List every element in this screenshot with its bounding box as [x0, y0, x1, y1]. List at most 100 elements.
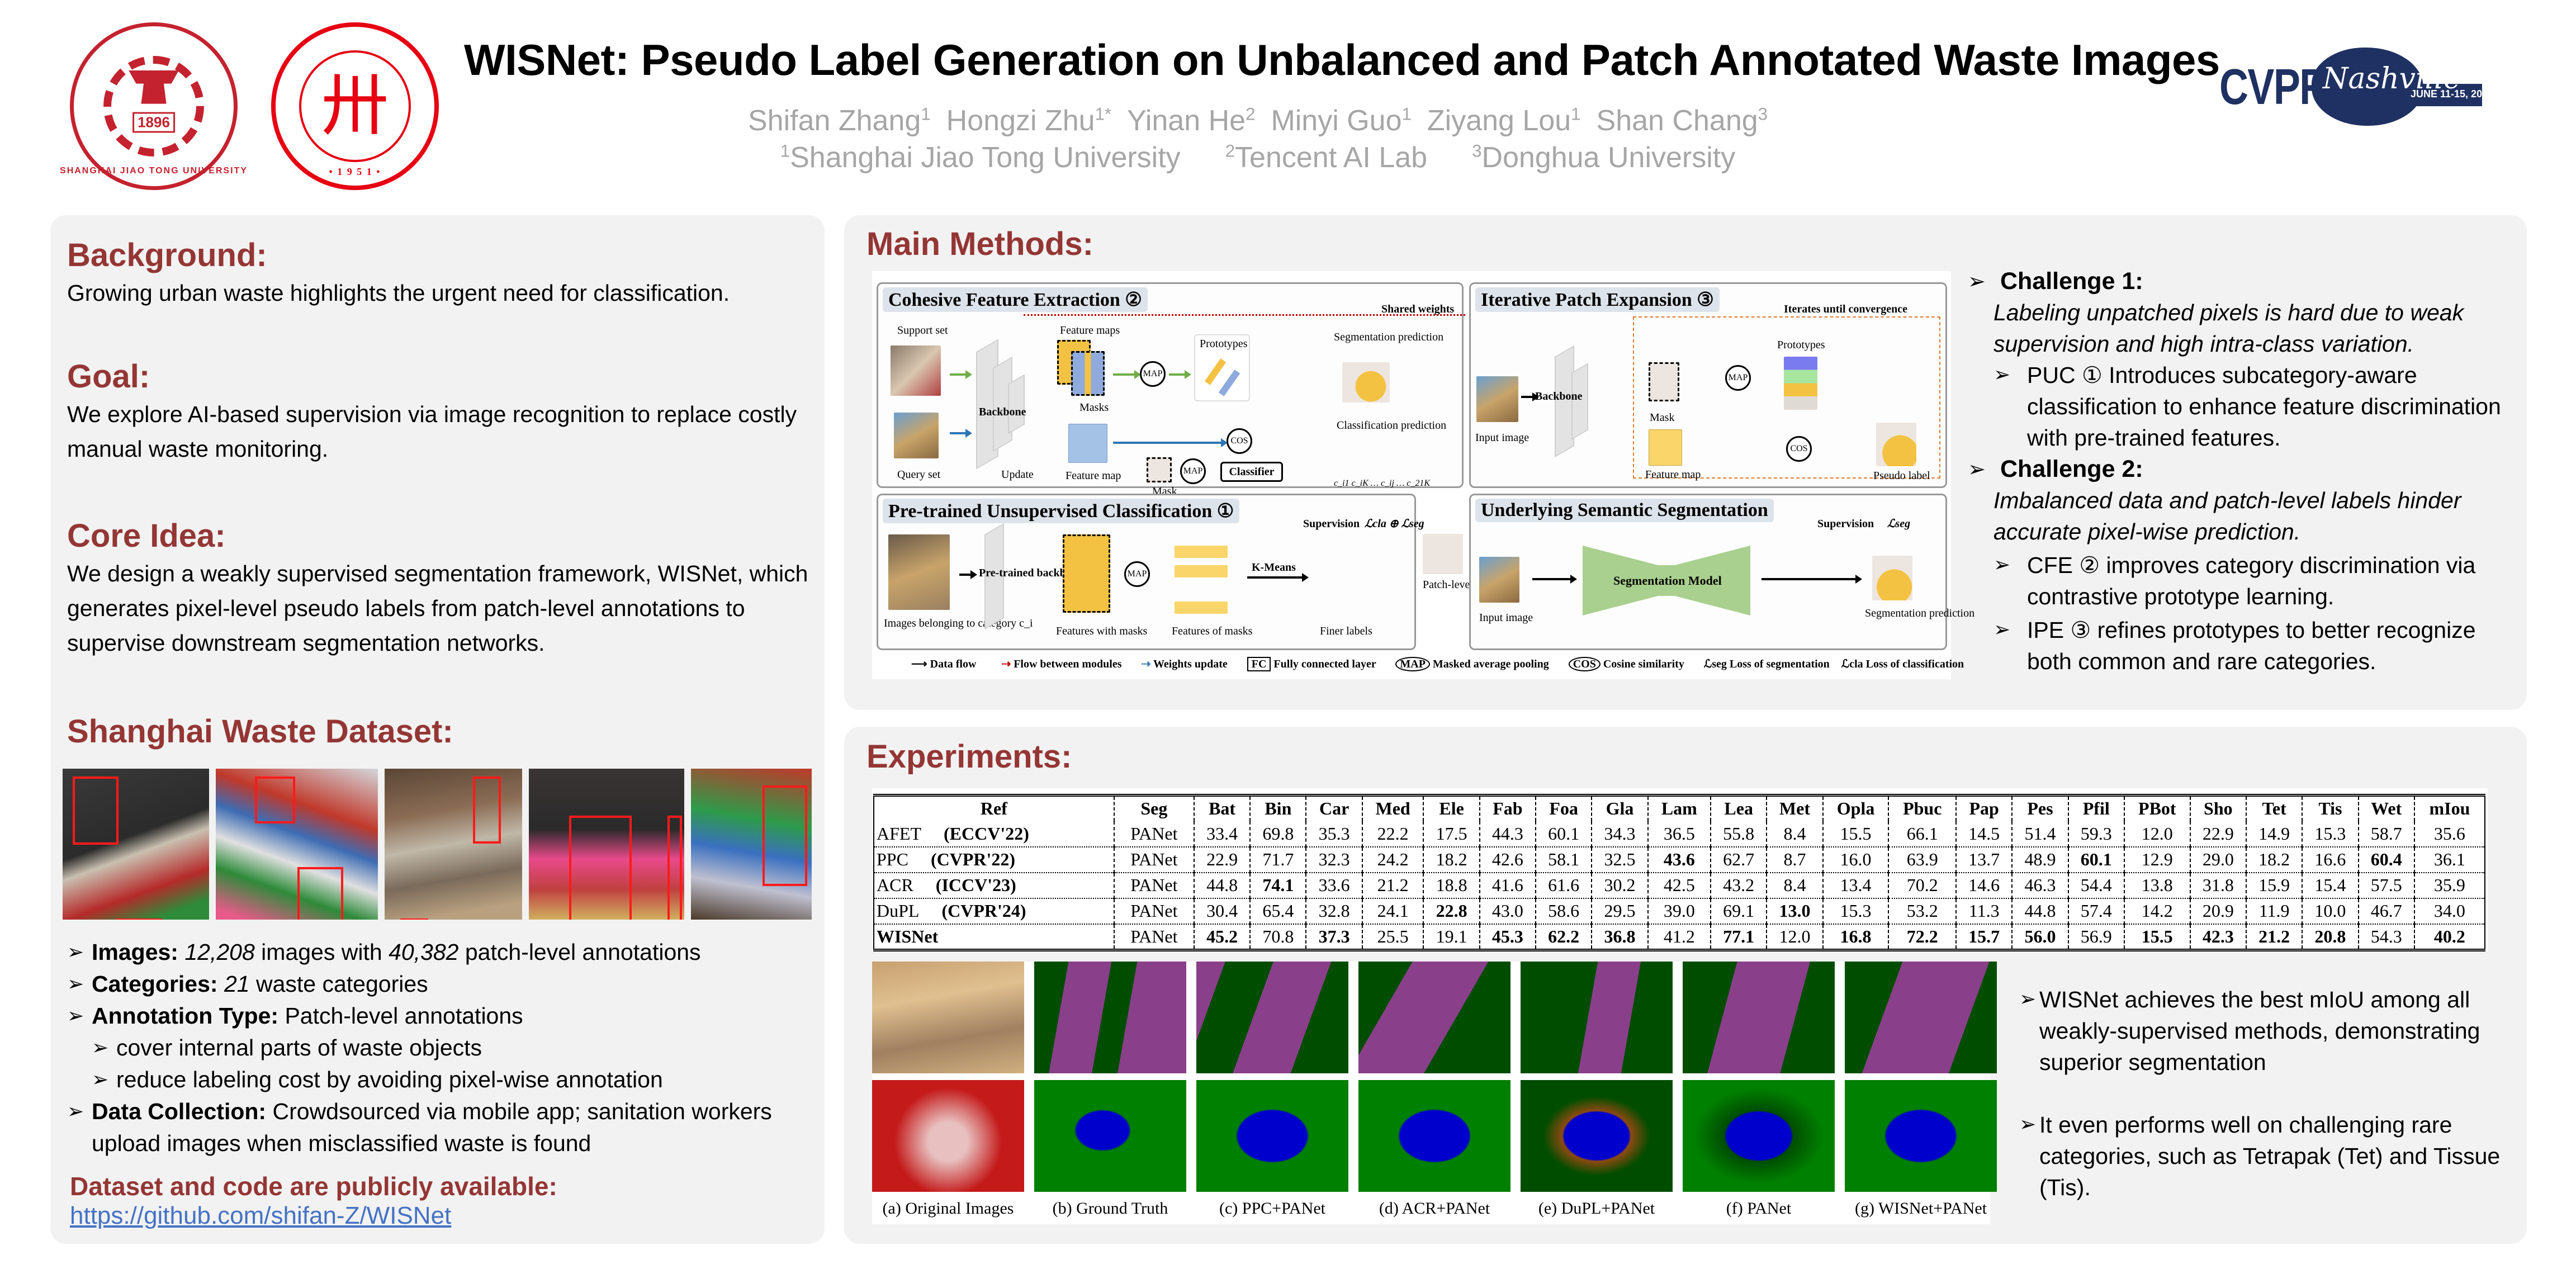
- feature-maps-label: Feature maps: [1060, 324, 1120, 337]
- affiliation: 2Tencent AI Lab: [1225, 141, 1427, 174]
- background-heading: Background:: [67, 237, 267, 273]
- value-cell: 15.7: [1955, 923, 2012, 950]
- affiliation-mark: 3: [1472, 141, 1482, 161]
- patch-annotation-box: [255, 776, 295, 823]
- dataset-image: [691, 769, 812, 920]
- cos-node: COS: [1227, 428, 1252, 454]
- ipe-mask: [1649, 362, 1679, 401]
- segmentation-result-image: [1845, 1080, 1997, 1192]
- method-venue: (CVPR'24): [941, 901, 1026, 921]
- column-header: Pes: [2011, 795, 2068, 821]
- value-cell: 51.4: [2011, 821, 2068, 847]
- seg-cell: PANet: [1113, 872, 1194, 898]
- value-cell: 61.6: [1535, 872, 1592, 898]
- segmentation-model-label: Segmentation Model: [1613, 574, 1722, 588]
- value-cell: 14.2: [2123, 897, 2190, 924]
- images-tail: patch-level annotations: [465, 939, 701, 965]
- dhu-logo: 卅 • 1 9 5 1 •: [271, 22, 439, 190]
- segmentation-result-image: [1521, 962, 1673, 1073]
- affiliation-mark: 2: [1225, 141, 1235, 161]
- challenge-2-solution: IPE ③ refines prototypes to better recog…: [1968, 614, 2516, 677]
- annotation-text: Patch-level annotations: [285, 1003, 523, 1029]
- sjtu-logo: 1896 SHANGHAI JIAO TONG UNIVERSITY: [60, 22, 247, 190]
- qualitative-caption: (d) ACR+PANet: [1379, 1199, 1490, 1218]
- dataset-annotation-item: Annotation Type: Patch-level annotations: [67, 1000, 816, 1032]
- method-cell: AFET(ECCV'22): [874, 821, 1114, 847]
- value-cell: 31.8: [2189, 872, 2246, 898]
- backbone-label: Backbone: [979, 406, 1026, 418]
- value-cell: 32.3: [1305, 846, 1362, 873]
- method-cell: DuPL(CVPR'24): [874, 897, 1114, 924]
- lcla-legend: ℒcla Loss of classification: [1841, 658, 1964, 670]
- method-name: WISNet: [877, 926, 939, 946]
- affiliation-name: Donghua University: [1481, 141, 1736, 174]
- value-cell: 35.9: [2413, 872, 2485, 898]
- value-cell: 58.6: [1535, 897, 1592, 924]
- map-node: MAP: [1180, 458, 1206, 484]
- dhu-emblem-icon: 卅: [321, 67, 389, 145]
- value-cell: 14.5: [1955, 821, 2012, 847]
- author: Hongzi Zhu1*: [946, 105, 1111, 137]
- iteration-region: [1633, 316, 1940, 479]
- value-cell: 16.0: [1822, 846, 1889, 873]
- category-images: [888, 534, 950, 610]
- kmeans-label: K-Means: [1252, 561, 1296, 574]
- value-cell: 16.8: [1822, 923, 1889, 950]
- challenge-2-solution: CFE ② improves category discrimination v…: [1968, 550, 2516, 612]
- value-cell: 44.8: [1193, 872, 1251, 898]
- map-node: MAP: [1140, 361, 1166, 387]
- value-cell: 15.5: [2123, 923, 2190, 950]
- value-cell: 20.8: [2302, 923, 2359, 950]
- value-cell: 69.8: [1249, 821, 1306, 847]
- author: Ziyang Lou1: [1427, 105, 1581, 137]
- author-name: Ziyang Lou: [1427, 105, 1571, 137]
- github-link[interactable]: https://github.com/shifan-Z/WISNet: [70, 1202, 452, 1229]
- patch-annotation-box: [569, 816, 632, 920]
- value-cell: 33.6: [1305, 872, 1362, 898]
- prototypes-label: Prototypes: [1777, 339, 1825, 351]
- value-cell: 22.9: [1193, 846, 1251, 873]
- seg-cell: PANet: [1113, 821, 1194, 847]
- seg-pred-image: [1342, 362, 1390, 402]
- value-cell: 22.8: [1423, 897, 1480, 924]
- experiment-notes: WISNet achieves the best mIoU among all …: [2019, 984, 2516, 1234]
- qualitative-caption: (f) PANet: [1726, 1199, 1792, 1218]
- author: Minyi Guo1: [1271, 105, 1411, 137]
- dataset-facts: Images: 12,208 images with 40,382 patch-…: [67, 936, 816, 1159]
- query-feature-map: [1068, 424, 1107, 463]
- collection-text: Crowdsourced via mobile app; sanitation …: [92, 1098, 772, 1156]
- map-node: MAP: [1725, 365, 1751, 391]
- update-label: Update: [1001, 468, 1034, 481]
- experiments-heading: Experiments:: [866, 738, 1072, 775]
- classifier-box: Classifier: [1220, 462, 1283, 482]
- value-cell: 18.8: [1423, 872, 1480, 898]
- query-mask: [1147, 457, 1172, 482]
- value-cell: 13.0: [1766, 897, 1823, 924]
- column-header: PBot: [2123, 795, 2190, 821]
- category-images-label: Images belonging to category c_i: [884, 617, 1033, 629]
- value-cell: 56.0: [2011, 923, 2068, 950]
- value-cell: 17.5: [1423, 821, 1480, 847]
- categories-label: Categories:: [92, 971, 218, 997]
- value-cell: 13.4: [1822, 872, 1889, 898]
- author-name: Yinan He: [1127, 105, 1246, 137]
- value-cell: 41.6: [1479, 872, 1536, 898]
- value-cell: 59.3: [2067, 821, 2124, 847]
- affiliation-name: Shanghai Jiao Tong University: [790, 141, 1181, 174]
- value-cell: 44.8: [2011, 897, 2068, 924]
- value-cell: 60.1: [2067, 846, 2124, 873]
- annotation-sub-item: reduce labeling cost by avoiding pixel-w…: [67, 1064, 816, 1096]
- original-image: [872, 962, 1024, 1073]
- value-cell: 8.7: [1766, 846, 1823, 873]
- challenge-1-title: Challenge 1:: [1968, 266, 2516, 297]
- arrow: [1113, 370, 1141, 379]
- map-icon: MAP: [1395, 657, 1430, 671]
- value-cell: 16.6: [2302, 846, 2359, 873]
- features-of-masks-label: Features of masks: [1172, 625, 1253, 637]
- value-cell: 54.3: [2357, 923, 2414, 950]
- challenge-2-title: Challenge 2:: [1968, 453, 2516, 485]
- value-cell: 12.9: [2123, 846, 2190, 873]
- column-header: Pbuc: [1888, 795, 1957, 821]
